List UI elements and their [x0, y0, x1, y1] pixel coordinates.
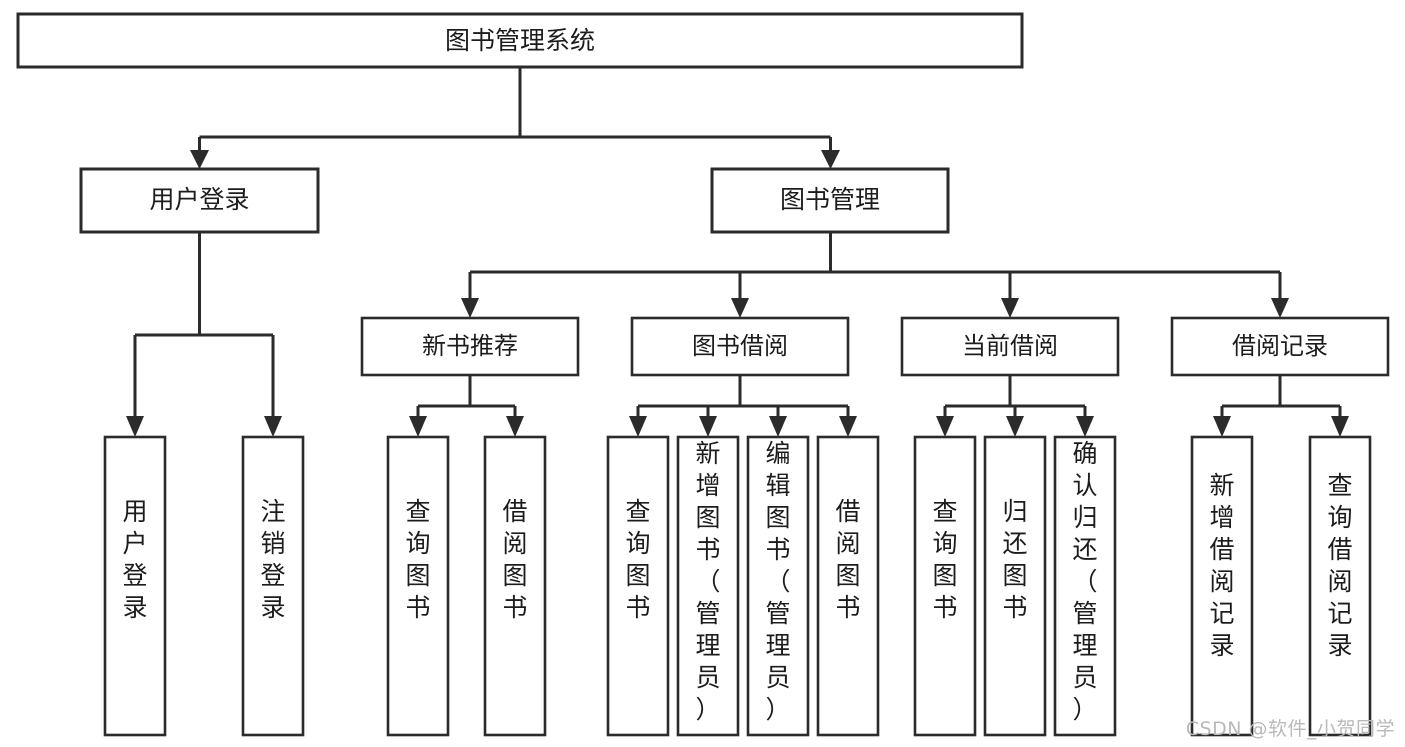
leaf-confirm-return-label: 确认归还（管理员）	[1072, 439, 1097, 724]
node-user-login[interactable]: 用户登录	[79, 167, 320, 234]
arrow-to-book-borrow	[731, 298, 749, 318]
node-borrow-record[interactable]: 借阅记录	[1170, 316, 1390, 377]
leaf-user-login-box[interactable]	[103, 435, 167, 737]
leaf-query-record-box[interactable]	[1308, 435, 1372, 737]
leaf-query-book-3-label: 查询图书	[932, 497, 957, 622]
leaf-add-record-box[interactable]	[1190, 435, 1254, 737]
node-leaf-borrow-book-1[interactable]: 借阅图书	[483, 435, 547, 737]
new-book-recommend-label: 新书推荐	[422, 332, 518, 360]
arrow-to-leaf-edit-book	[769, 416, 787, 437]
node-leaf-user-login[interactable]: 用户登录	[103, 435, 167, 737]
current-borrow-box[interactable]	[900, 316, 1120, 377]
new-book-recommend-box[interactable]	[360, 316, 580, 377]
leaf-edit-book-label: 编辑图书（管理员）	[765, 439, 790, 724]
leaf-return-book-box[interactable]	[983, 435, 1047, 737]
borrow-record-label: 借阅记录	[1232, 332, 1328, 360]
node-root[interactable]: 图书管理系统	[16, 12, 1024, 69]
leaf-add-record-label: 新增借阅记录	[1209, 471, 1234, 660]
arrow-to-leaf-query-book-3	[936, 416, 954, 437]
root-label: 图书管理系统	[445, 26, 595, 55]
arrow-to-borrow-record	[1271, 298, 1289, 318]
arrow-to-leaf-logout-login	[264, 416, 282, 437]
leaf-logout-login-box[interactable]	[241, 435, 305, 737]
node-book-management[interactable]: 图书管理	[710, 167, 950, 234]
leaf-borrow-book-2-label: 借阅图书	[835, 497, 860, 622]
edge-layer	[126, 67, 1349, 437]
node-book-borrow[interactable]: 图书借阅	[630, 316, 850, 377]
leaf-query-book-2-box[interactable]	[606, 435, 670, 737]
arrow-to-leaf-user-login	[126, 416, 144, 437]
leaf-edit-book-box[interactable]	[746, 435, 810, 737]
user-login-label: 用户登录	[149, 185, 249, 214]
user-login-box[interactable]	[79, 167, 320, 234]
node-leaf-edit-book[interactable]: 编辑图书（管理员）	[746, 435, 810, 737]
node-leaf-confirm-return[interactable]: 确认归还（管理员）	[1053, 435, 1117, 737]
csdn-watermark: CSDN @软件_小贺同学	[1185, 718, 1395, 740]
leaf-user-login-label: 用户登录	[122, 497, 147, 622]
arrow-root-to-user-login	[190, 150, 209, 169]
leaf-confirm-return-box[interactable]	[1053, 435, 1117, 737]
leaf-query-book-1-label: 查询图书	[405, 497, 430, 622]
arrow-to-leaf-confirm-return	[1076, 416, 1094, 437]
current-borrow-label: 当前借阅	[962, 332, 1058, 360]
leaf-layer: 用户登录 注销登录 查询图书 借阅图书 查询图书 新增图书（管理员）	[103, 435, 1372, 737]
arrow-to-leaf-query-book-2	[629, 416, 647, 437]
leaf-logout-login-label: 注销登录	[260, 497, 285, 622]
leaf-query-book-3-box[interactable]	[913, 435, 977, 737]
arrow-to-leaf-query-record	[1331, 416, 1349, 437]
node-new-book-recommend[interactable]: 新书推荐	[360, 316, 580, 377]
leaf-borrow-book-1-box[interactable]	[483, 435, 547, 737]
arrow-to-leaf-borrow-book-1	[506, 416, 524, 437]
leaf-query-record-label: 查询借阅记录	[1327, 471, 1352, 660]
book-management-box[interactable]	[710, 167, 950, 234]
arrow-root-to-book-management	[821, 150, 840, 169]
node-leaf-add-book[interactable]: 新增图书（管理员）	[676, 435, 740, 737]
leaf-add-book-label: 新增图书（管理员）	[695, 439, 720, 724]
node-leaf-return-book[interactable]: 归还图书	[983, 435, 1047, 737]
leaf-add-book-box[interactable]	[676, 435, 740, 737]
borrow-record-box[interactable]	[1170, 316, 1390, 377]
arrow-to-leaf-borrow-book-2	[839, 416, 857, 437]
arrow-to-leaf-add-book	[699, 416, 717, 437]
node-leaf-logout-login[interactable]: 注销登录	[241, 435, 305, 737]
node-leaf-query-book-1[interactable]: 查询图书	[386, 435, 450, 737]
book-borrow-box[interactable]	[630, 316, 850, 377]
arrow-to-new-book-recommend	[461, 298, 479, 318]
node-leaf-query-book-2[interactable]: 查询图书	[606, 435, 670, 737]
leaf-query-book-1-box[interactable]	[386, 435, 450, 737]
leaf-return-book-label: 归还图书	[1002, 497, 1027, 622]
node-leaf-query-book-3[interactable]: 查询图书	[913, 435, 977, 737]
leaf-borrow-book-1-label: 借阅图书	[502, 497, 527, 622]
node-current-borrow[interactable]: 当前借阅	[900, 316, 1120, 377]
node-leaf-add-record[interactable]: 新增借阅记录	[1190, 435, 1254, 737]
arrow-to-leaf-add-record	[1213, 416, 1231, 437]
node-leaf-query-record[interactable]: 查询借阅记录	[1308, 435, 1372, 737]
book-borrow-label: 图书借阅	[692, 332, 788, 360]
node-leaf-borrow-book-2[interactable]: 借阅图书	[816, 435, 880, 737]
book-management-label: 图书管理	[780, 185, 880, 214]
leaf-borrow-book-2-box[interactable]	[816, 435, 880, 737]
root-box[interactable]	[16, 12, 1024, 69]
leaf-query-book-2-label: 查询图书	[625, 497, 650, 622]
arrow-to-current-borrow	[1001, 298, 1019, 318]
arrow-to-leaf-return-book	[1006, 416, 1024, 437]
arrow-to-leaf-query-book-1	[409, 416, 427, 437]
